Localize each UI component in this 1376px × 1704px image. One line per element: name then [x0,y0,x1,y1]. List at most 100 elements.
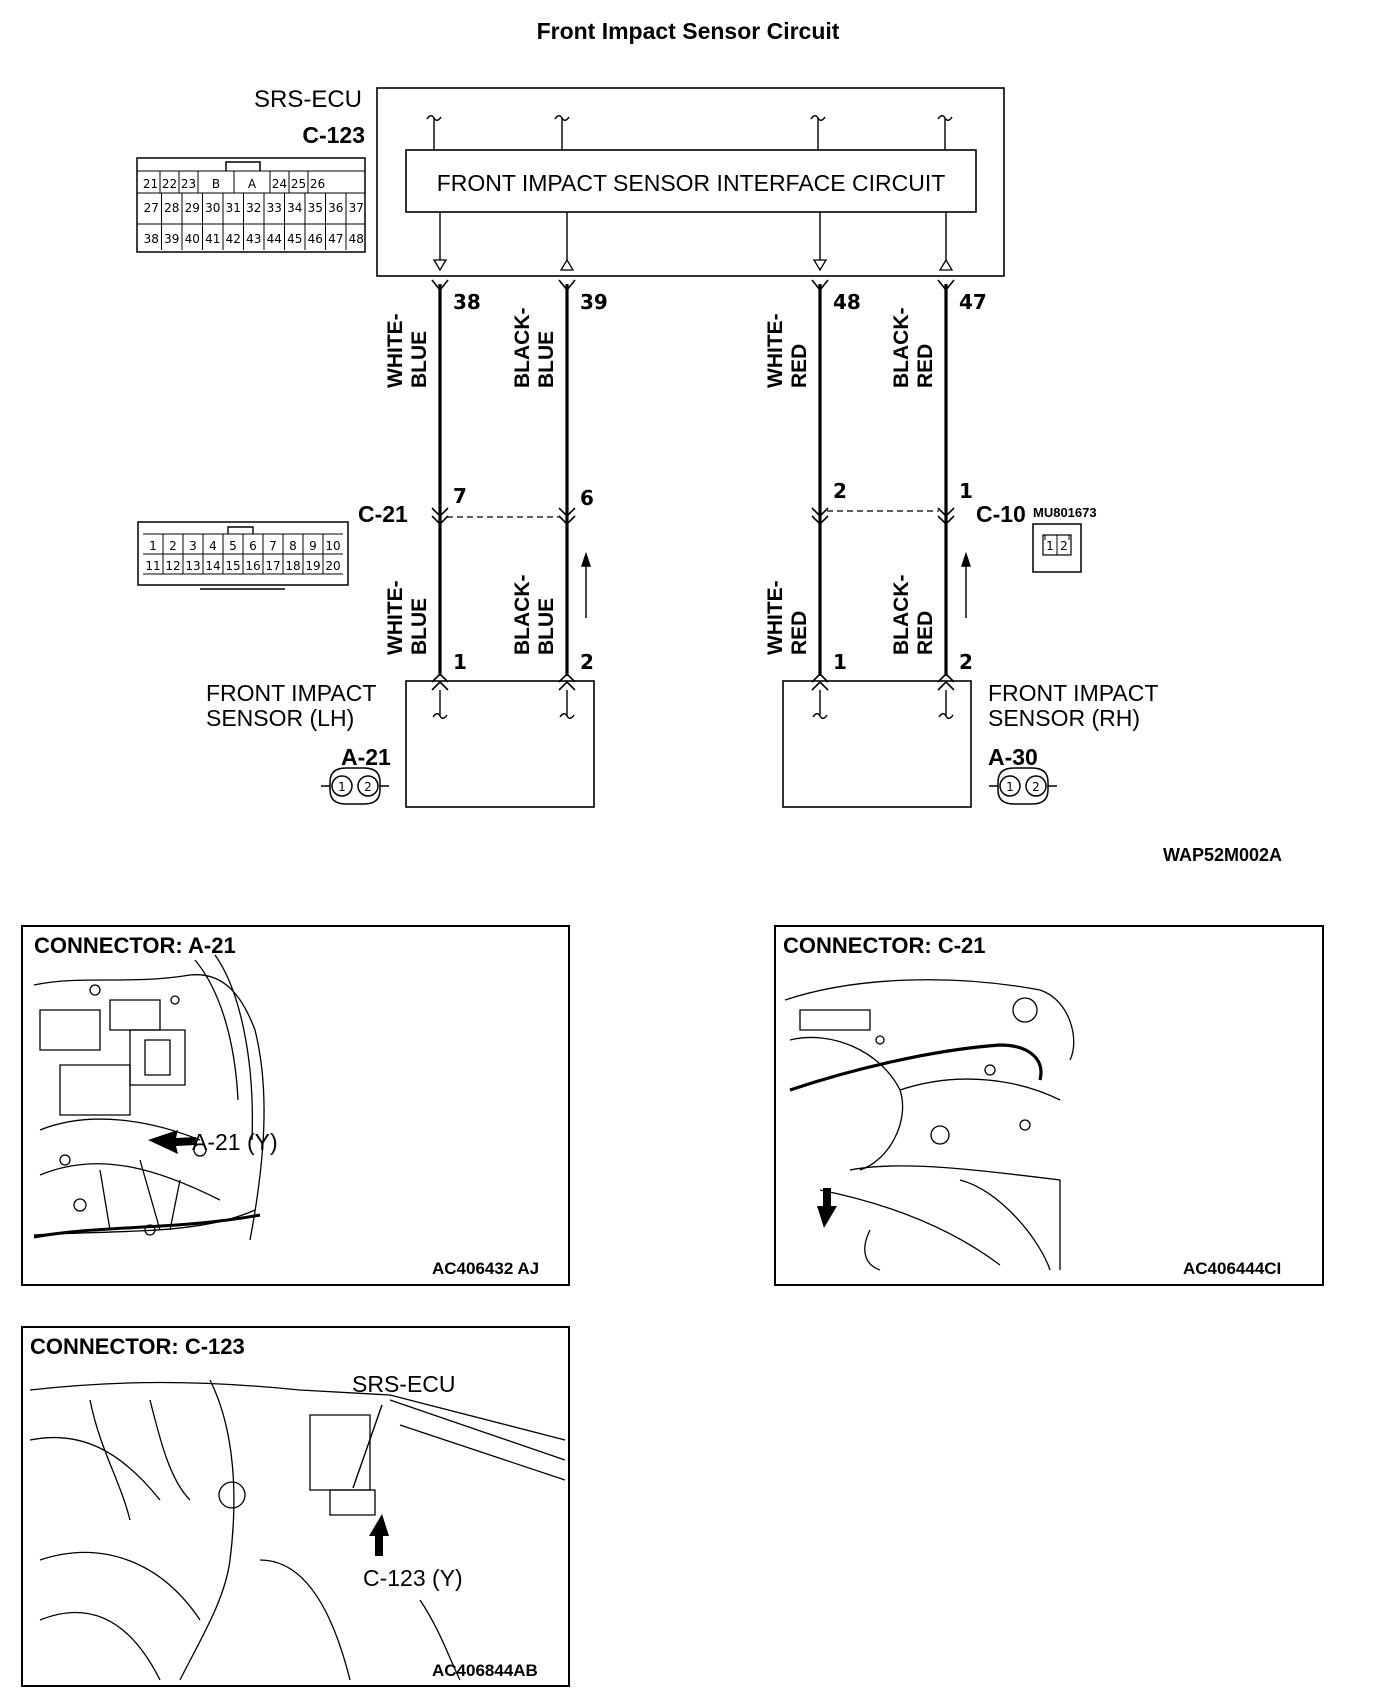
wire-lh2-color-1: BLACK- [511,575,534,655]
locator-panel-c21: CONNECTOR: C-21 AC406444CI [774,925,1324,1286]
diagram-code: WAP52M002A [1163,845,1282,865]
c21-cell-10: 10 [325,539,340,553]
dashboard-illustration [784,979,1075,1271]
c123-cell-33: 33 [267,201,282,215]
c123-cell-48: 48 [349,232,364,246]
a30-connector-face: 1 2 [989,767,1057,805]
c123-cell-30: 30 [205,201,220,215]
c21-pin-6: 6 [580,486,594,510]
c10-cell-1: 1 [1046,539,1054,553]
c21-cell-3: 3 [189,539,197,553]
panel-a21-callout: A-21 (Y) [192,1129,278,1155]
panel-c123-title: CONNECTOR: C-123 [30,1334,245,1359]
panel-a21-title: CONNECTOR: A-21 [34,933,236,958]
current-arrows [581,551,971,618]
panel-a21-code: AC406432 AJ [432,1259,539,1278]
panel-c21-code: AC406444CI [1183,1259,1281,1278]
wire-47-color-1: BLACK- [890,308,913,388]
rh-sensor-pin-1: 1 [833,650,847,674]
a21-locator-arrow [148,1130,196,1154]
c21-cell-11: 11 [145,559,160,573]
wire-38-color-1: WHITE- [384,313,407,388]
c21-cell-16: 16 [245,559,260,573]
c10-label: C-10 [976,501,1026,527]
sensor-rh-box [782,680,972,808]
c21-locator-arrow [817,1188,837,1228]
c123-cell-31: 31 [226,201,241,215]
wire-color-labels-lower: WHITE- BLUE BLACK- BLUE WHITE- RED BLACK… [384,575,937,655]
wire-39-color-1: BLACK- [511,308,534,388]
sensor-side-terminals [431,672,955,691]
page-title: Front Impact Sensor Circuit [536,18,840,44]
c123-cell-47: 47 [328,232,343,246]
c123-cell-23: 23 [181,177,196,191]
c123-cell-37: 37 [349,201,364,215]
c123-cell-38: 38 [144,232,159,246]
c21-cell-17: 17 [265,559,280,573]
c123-cell-22: 22 [162,177,177,191]
c123-cell-26: 26 [310,177,325,191]
wire-lh1-color-2: BLUE [408,598,431,655]
c10-part-number: MU801673 [1033,505,1097,520]
c123-cell-32: 32 [246,201,261,215]
sensor-internal-stubs [432,690,954,719]
c21-cell-12: 12 [165,559,180,573]
wire-rh1-color-2: RED [788,611,811,655]
c123-cell-39: 39 [164,232,179,246]
ecu-pin-38: 38 [453,290,481,314]
lh-sensor-pin-2: 2 [580,650,594,674]
c21-cell-5: 5 [229,539,237,553]
wire-39-color-2: BLUE [535,331,558,388]
c123-cell-34: 34 [287,201,302,215]
a30-cell-2: 2 [1032,780,1040,794]
c123-cell-29: 29 [185,201,200,215]
c21-cell-7: 7 [269,539,277,553]
lh-sensor-pin-1: 1 [453,650,467,674]
c123-cell-43: 43 [246,232,261,246]
c21-cell-13: 13 [185,559,200,573]
c21-cell-19: 19 [305,559,320,573]
sensor-rh-connector-id: A-30 [988,744,1038,770]
c123-cell-41: 41 [205,232,220,246]
c21-cell-18: 18 [285,559,300,573]
c123-cell-44: 44 [267,232,282,246]
wire-rh1-color-1: WHITE- [764,580,787,655]
c123-cell-40: 40 [185,232,200,246]
c21-cell-20: 20 [325,559,340,573]
a21-cell-2: 2 [364,780,372,794]
c21-cell-15: 15 [225,559,240,573]
c21-pin-7: 7 [453,484,467,508]
junction-terminals [431,507,955,526]
c123-cell-21: 21 [143,177,158,191]
ecu-terminal-arrows [432,258,954,272]
c123-cell-24: 24 [272,177,287,191]
floor-console-illustration [29,1379,566,1681]
ecu-internal-stubs [426,115,953,260]
locator-panel-a21: CONNECTOR: A-21 A-21 (Y) AC406432 AJ [21,925,570,1286]
srs-ecu-leader-line [352,1404,383,1489]
c123-cell-27: 27 [144,201,159,215]
interface-circuit-label: FRONT IMPACT SENSOR INTERFACE CIRCUIT [437,170,946,196]
ecu-pin-39: 39 [580,290,608,314]
wire-rh2-color-2: RED [914,611,937,655]
panel-c123-callout: C-123 (Y) [363,1565,463,1591]
wire-lh1-color-1: WHITE- [384,580,407,655]
a30-cell-1: 1 [1006,780,1014,794]
wire-rh2-color-1: BLACK- [890,575,913,655]
ecu-label: SRS-ECU [254,86,362,113]
c21-cell-8: 8 [289,539,297,553]
sensor-lh-box [405,680,595,808]
sensor-lh-line1: FRONT IMPACT [206,680,376,706]
panel-c21-title: CONNECTOR: C-21 [783,933,986,958]
c21-cell-2: 2 [169,539,177,553]
sensor-rh-line1: FRONT IMPACT [988,680,1158,706]
c10-pin-1: 1 [959,479,973,503]
c123-cell-28: 28 [164,201,179,215]
c123-cell-35: 35 [308,201,323,215]
c123-cell-45: 45 [287,232,302,246]
c10-pin-2: 2 [833,479,847,503]
c21-label: C-21 [358,501,408,527]
